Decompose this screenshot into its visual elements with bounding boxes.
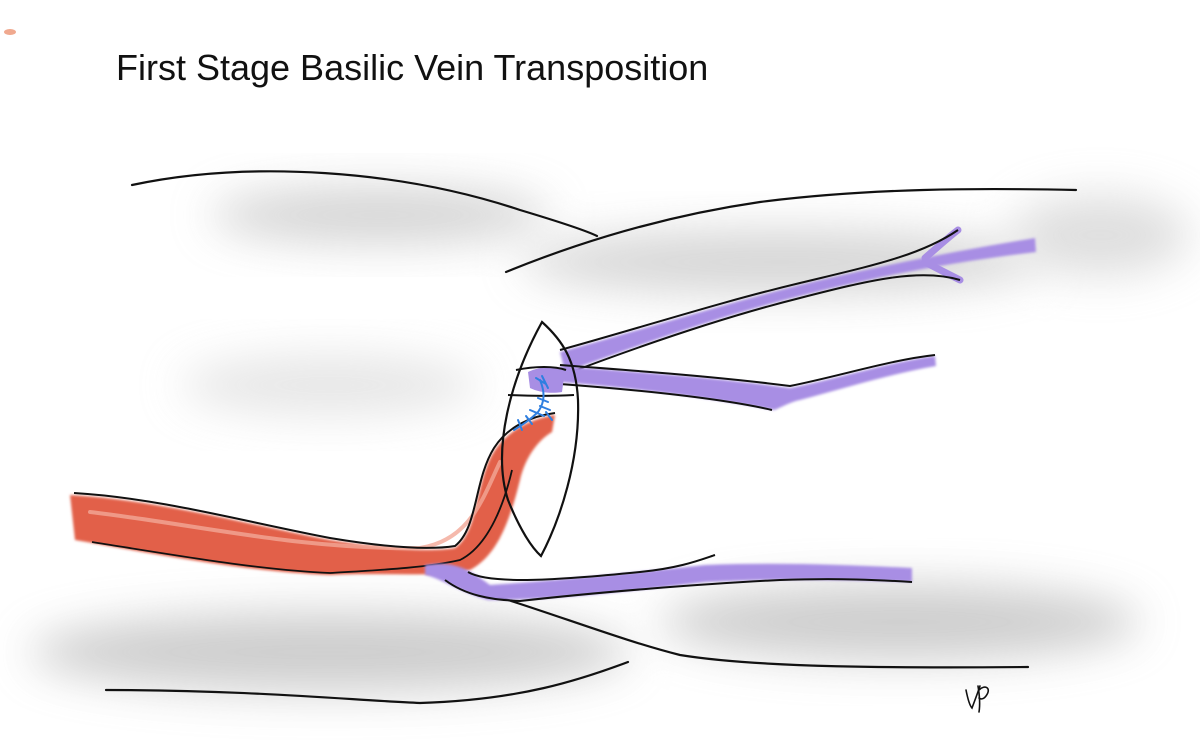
- artist-signature: [965, 685, 990, 713]
- artery: [70, 412, 556, 575]
- vein-lower-edge-bottom: [444, 578, 913, 603]
- vein-upper-branch: [560, 238, 1036, 372]
- corner-mark: [4, 29, 16, 35]
- lower-shadow-right: [660, 584, 1140, 660]
- center-shadow: [180, 355, 480, 415]
- incision-line-top: [515, 366, 567, 371]
- incision-outline: [501, 320, 580, 558]
- vein-lower-branch: [425, 563, 912, 600]
- vein-upper-edge-top: [559, 229, 959, 351]
- outline-bottom: [104, 660, 630, 705]
- suture-stitch-4: [529, 409, 553, 421]
- vein-upper-edge-bottom: [565, 274, 961, 375]
- suture-stitch-1: [535, 375, 549, 389]
- anastomosis-sutures: [513, 375, 553, 431]
- outline-upper-left: [130, 170, 599, 238]
- artery-edge-bottom: [91, 469, 513, 574]
- vein-lower-edge-top: [467, 554, 716, 581]
- upper-shadow-left: [210, 187, 550, 243]
- outline-lower-skin-fold: [468, 586, 1030, 669]
- limb-outlines: [104, 170, 1078, 705]
- vein-middle-edge-bottom: [559, 383, 773, 411]
- vein-middle-branch: [560, 356, 936, 410]
- suture-stitch-3: [517, 415, 533, 431]
- outline-upper-right: [504, 187, 1078, 274]
- upper-shadow-right: [520, 230, 1040, 294]
- suture-stitch-2: [537, 397, 551, 411]
- vein-middle-edge-top: [559, 354, 936, 388]
- incision-line-middle: [507, 394, 575, 397]
- artery-highlight: [88, 460, 502, 551]
- artery-edge-top: [73, 412, 556, 549]
- diagram-title: First Stage Basilic Vein Transposition: [116, 47, 709, 88]
- lower-shadow-left: [30, 612, 630, 692]
- limb-shading: [30, 187, 1190, 692]
- veins: [425, 226, 1036, 603]
- vein-stump: [528, 367, 565, 393]
- mid-shadow: [1010, 195, 1190, 275]
- artery-body: [70, 415, 555, 575]
